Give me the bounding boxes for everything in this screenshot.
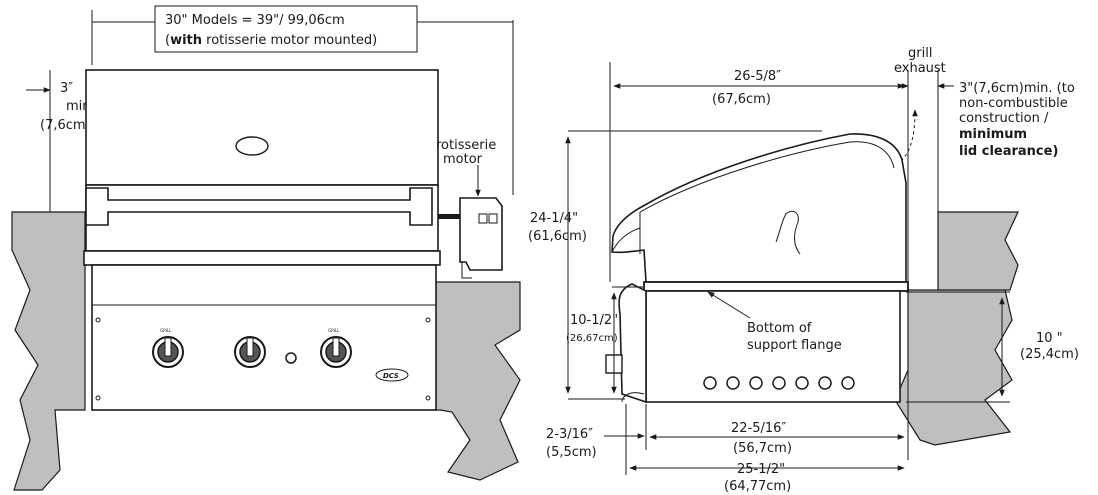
side-hood-end-cap [611,227,641,253]
side-vent-holes [703,376,855,390]
height-total-cm: (61,6cm) [528,229,587,244]
knob-left: GRILL [152,328,184,368]
flange-label-2: support flange [747,338,842,353]
right-countertop-wall [434,281,521,481]
exhaust-label-2: exhaust [894,61,946,76]
front-hood-bottom-rim [83,250,441,266]
left-clear-in: 3″ [60,81,73,96]
rotisserie-motor-bracket [461,262,472,279]
panel-screw-bl [95,395,101,401]
side-depth-in: 26-5/8″ [734,69,781,84]
clearance-line1: 3"(7,6cm)min. (to [959,81,1075,96]
brand-logo: DCS [383,372,399,380]
front-width-label-line1: 30" Models = 39"/ 99,06cm [165,13,345,28]
clearance-line2: non-combustible [959,96,1068,111]
front-width-label-box [154,5,418,53]
side-depth-cm: (67,6cm) [712,92,771,107]
left-clear-cm: (7,6cm) [40,118,91,133]
brand-logo-badge [375,368,409,382]
motor-socket-1 [478,213,488,224]
motor-label-1: rotisserie [436,138,496,153]
side-front-panel [618,283,647,404]
panel-screw-tr [425,317,431,323]
panel-screw-br [425,395,431,401]
front-hood-handle [85,187,433,226]
overall-depth-cm: (64,77cm) [724,479,791,494]
clearance-line5: lid clearance) [959,144,1058,159]
clearance-line3: construction / [959,111,1049,126]
left-countertop-wall [11,211,86,491]
height-base-in: 10-1/2" [570,313,618,328]
flange-leader [707,291,751,319]
rotisserie-motor [459,197,503,271]
front-hood-lower [85,184,439,252]
svg-text:GRILL: GRILL [160,328,172,333]
height-base-cm: (26,67cm) [566,333,618,344]
rotisserie-spit [438,214,460,219]
knob-center [234,336,266,368]
overall-depth-in: 25-1/2" [737,462,785,477]
panel-screw-tl [95,317,101,323]
svg-text:GRILL: GRILL [328,328,340,333]
side-foot [621,392,645,403]
motor-label-2: motor [443,152,483,167]
cutout-h-cm: (25,4cm) [1020,347,1079,362]
cutout-h-in: 10 " [1036,331,1063,346]
side-flange [643,281,909,292]
offset-cm: (5,5cm) [546,445,597,460]
flange-label-1: Bottom of [747,321,812,336]
ignition-button [285,352,297,364]
exhaust-label-1: grill [908,46,932,61]
base-depth-in: 22-5/16″ [731,421,786,436]
knob-right: GRILL [320,328,352,368]
side-hood [611,133,907,283]
offset-in: 2-3/16″ [546,427,593,442]
base-depth-cm: (56,7cm) [733,441,792,456]
front-view: 30" Models = 39"/ 99,06cm (with rotisser… [11,5,521,491]
height-total-in: 24-1/4" [530,211,578,226]
front-width-label-line2: (with rotisserie motor mounted) [165,33,377,48]
side-hood-handle [639,141,895,254]
clearance-line4: minimum [959,127,1027,142]
motor-socket-2 [488,213,498,224]
front-control-panel [91,264,437,411]
front-hood-thermometer [235,136,269,156]
front-hood [85,69,439,186]
side-hood-stand [775,210,801,255]
side-view: 26-5/8″ (67,6cm) grill exhaust 3"(7,6cm)… [528,46,1079,494]
side-back-wall [894,211,1019,446]
